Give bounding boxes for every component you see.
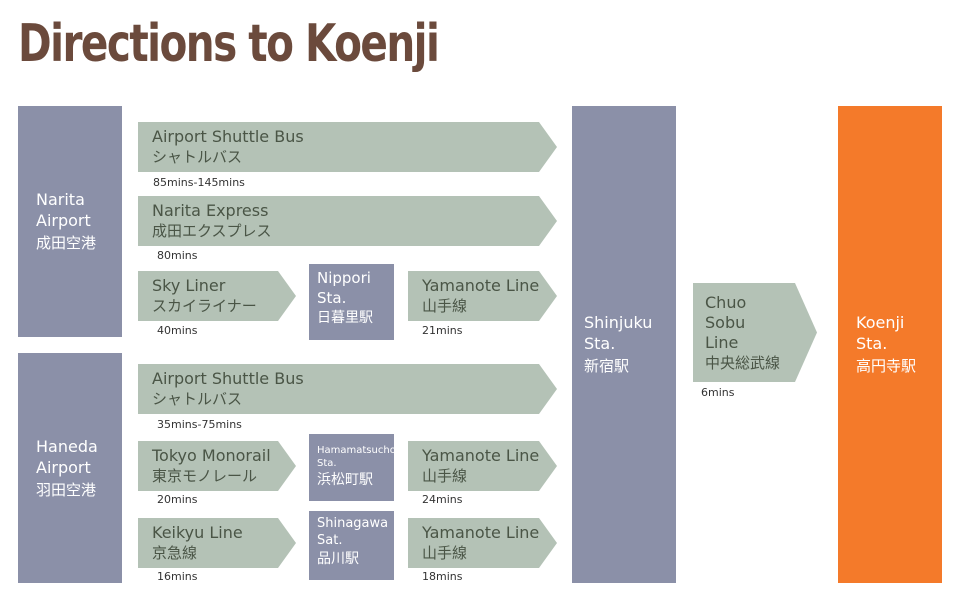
route-name: Airport Shuttle Bus: [152, 369, 304, 388]
station-name-jp: 高円寺駅: [856, 357, 917, 375]
station-narita-airport: Narita Airport 成田空港: [18, 106, 122, 337]
route-name-jp: 山手線: [422, 544, 468, 562]
transfer-hamamatsucho-station: Hamamatsucho Sta. 浜松町駅: [309, 434, 396, 501]
station-name-jp: 成田空港: [36, 234, 97, 252]
route-chuo-sobu-line: Chuo Sobu Line 中央総武線: [693, 283, 817, 382]
route-name-line2: Sobu: [705, 312, 746, 332]
route-tokyo-monorail: Tokyo Monorail 東京モノレール: [138, 441, 296, 491]
route-name-line3: Line: [705, 332, 739, 352]
transfer-name-line2: Sat.: [317, 533, 343, 548]
route-time: 21mins: [422, 324, 463, 337]
transfer-shinagawa-station: Shinagawa Sat. 品川駅: [309, 511, 394, 580]
route-name: Sky Liner: [152, 276, 226, 295]
route-time: 35mins-75mins: [157, 418, 242, 431]
transfer-name-jp: 浜松町駅: [317, 472, 373, 488]
station-name-line1: Narita: [36, 190, 85, 209]
route-sky-liner: Sky Liner スカイライナー: [138, 271, 296, 321]
station-name-line2: Airport: [36, 211, 91, 230]
transfer-name-line1: Nippori: [317, 269, 371, 287]
transfer-name-line1: Hamamatsucho: [317, 445, 396, 456]
station-name-line2: Sta.: [856, 334, 888, 353]
route-time: 85mins-145mins: [153, 176, 245, 189]
route-time: 16mins: [157, 570, 198, 583]
route-time: 40mins: [157, 324, 198, 337]
route-name-jp: 東京モノレール: [152, 467, 258, 485]
station-name-jp: 新宿駅: [584, 357, 630, 375]
transfer-name-line1: Shinagawa: [317, 516, 389, 531]
route-name: Yamanote Line: [422, 276, 540, 295]
station-haneda-airport: Haneda Airport 羽田空港: [18, 353, 122, 583]
route-time: 20mins: [157, 493, 198, 506]
station-koenji-destination: Koenji Sta. 高円寺駅: [838, 106, 942, 583]
station-name-line2: Sta.: [584, 334, 616, 353]
route-name: Yamanote Line: [422, 523, 540, 542]
route-name-jp: シャトルバス: [152, 148, 243, 166]
station-shinjuku: Shinjuku Sta. 新宿駅: [572, 106, 676, 583]
station-name-jp: 羽田空港: [36, 480, 97, 499]
station-name-line1: Haneda: [36, 436, 98, 456]
station-name-line2: Airport: [36, 457, 91, 477]
route-time: 80mins: [157, 249, 198, 262]
route-name-jp: シャトルバス: [152, 390, 243, 408]
route-time: 24mins: [422, 493, 463, 506]
route-yamanote-line-from-shinagawa: Yamanote Line 山手線: [408, 518, 557, 568]
route-time: 18mins: [422, 570, 463, 583]
route-keikyu-line: Keikyu Line 京急線: [138, 518, 296, 568]
route-name-jp: スカイライナー: [152, 297, 257, 315]
transfer-name-jp: 品川駅: [317, 551, 359, 567]
route-name: Airport Shuttle Bus: [152, 127, 304, 146]
route-yamanote-line-from-nippori: Yamanote Line 山手線: [408, 271, 557, 321]
route-name-jp: 山手線: [422, 467, 468, 485]
route-name-jp: 中央総武線: [705, 353, 781, 372]
route-name: Narita Express: [152, 201, 269, 220]
transfer-nippori-station: Nippori Sta. 日暮里駅: [309, 264, 394, 340]
route-name-line1: Chuo: [705, 292, 747, 312]
route-haneda-airport-shuttle-bus: Airport Shuttle Bus シャトルバス: [138, 364, 557, 414]
page-title: Directions to Koenji: [18, 14, 440, 74]
station-name-line1: Shinjuku: [584, 313, 653, 332]
station-name-line1: Koenji: [856, 313, 905, 332]
transfer-name-jp: 日暮里駅: [317, 310, 373, 326]
route-yamanote-line-from-hamamatsucho: Yamanote Line 山手線: [408, 441, 557, 491]
route-narita-airport-shuttle-bus: Airport Shuttle Bus シャトルバス: [138, 122, 557, 172]
route-name: Keikyu Line: [152, 523, 243, 542]
route-name: Yamanote Line: [422, 446, 540, 465]
route-narita-express: Narita Express 成田エクスプレス: [138, 196, 557, 246]
route-time: 6mins: [701, 386, 735, 399]
route-name-jp: 京急線: [152, 544, 198, 562]
transfer-name-line2: Sta.: [317, 289, 347, 307]
transfer-name-line2: Sta.: [317, 458, 337, 469]
route-name: Tokyo Monorail: [152, 446, 271, 465]
route-name-jp: 成田エクスプレス: [152, 222, 272, 240]
route-name-jp: 山手線: [422, 297, 468, 315]
